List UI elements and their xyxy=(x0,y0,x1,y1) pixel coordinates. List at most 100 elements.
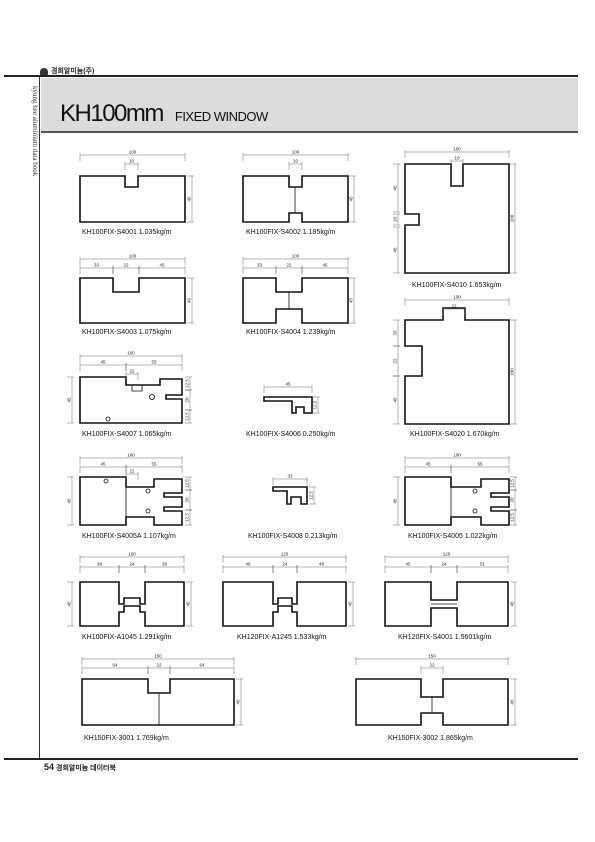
dim-label: 12.5 xyxy=(309,491,314,500)
dim-label: 45 xyxy=(393,185,398,191)
profile-outline xyxy=(263,396,313,414)
dim-label: 22 xyxy=(393,358,398,364)
dim-label: 55 xyxy=(151,462,157,467)
dim-label: 10 xyxy=(454,156,460,161)
dim-label: 48 xyxy=(319,562,325,567)
brand-name: 경희알미늄(주) xyxy=(51,68,95,75)
dim-label: 45 xyxy=(159,263,165,268)
dim-label: 45 xyxy=(510,699,515,705)
profile-caption: KH100FIX-S4001 1.035kg/m xyxy=(82,229,172,236)
dim-label: 22 xyxy=(123,263,129,268)
dim-label: 45 xyxy=(236,699,241,705)
dim-label: 10 xyxy=(293,159,299,164)
profile-outline xyxy=(242,175,349,223)
profile-outline xyxy=(79,277,186,324)
profile-outline xyxy=(79,476,183,526)
profile-caption: KH100FIX-S4020 1.670kg/m xyxy=(410,431,500,438)
dim-label: 100 xyxy=(127,453,135,458)
dim-label: 45 xyxy=(393,247,398,253)
top-rule xyxy=(4,75,578,77)
profile-caption: KH100FIX-S4003 1.075kg/m xyxy=(82,329,172,336)
dim-label: 20 xyxy=(510,497,515,503)
dim-label: 24 xyxy=(129,562,135,567)
header-band xyxy=(41,78,578,133)
dim-label: 12.5 xyxy=(185,379,190,388)
dim-label: 12.5 xyxy=(185,412,190,421)
dim-label: 12.5 xyxy=(510,513,515,522)
profile-caption: KH150FIX-3001 1.769kg/m xyxy=(84,735,169,742)
page-number: 54 xyxy=(44,762,55,772)
profile-outline xyxy=(79,376,183,424)
dim-label: 150 xyxy=(154,654,162,659)
dim-label: 24 xyxy=(441,562,447,567)
dim-label: 45 xyxy=(349,298,354,304)
brand: 경희알미늄(주) xyxy=(40,66,94,76)
dim-label: 10 xyxy=(129,159,135,164)
dim-label: 120 xyxy=(281,552,289,557)
dim-label: 12.5 xyxy=(185,513,190,522)
footer-text: 경희알미늄 데이터북 xyxy=(56,765,116,772)
dim-label: 45 xyxy=(393,397,398,403)
dim-label: 45 xyxy=(187,196,192,202)
profile-caption: KH150FIX-3002 1.865kg/m xyxy=(388,735,473,742)
profile-outline xyxy=(81,678,235,726)
dim-label: 33 xyxy=(287,474,293,479)
profile-caption: KH100FIX-S4008 0.213kg/m xyxy=(248,533,338,540)
profile-caption: KH100FIX-S4005 1.022kg/m xyxy=(408,533,498,540)
dim-label: 120 xyxy=(443,552,451,557)
dim-label: 22 xyxy=(429,663,435,668)
dim-label: 45 xyxy=(67,498,72,504)
dim-label: 38 xyxy=(162,562,168,567)
dim-label: 33 xyxy=(393,330,398,336)
profile-outline xyxy=(272,486,308,505)
dim-label: 45 xyxy=(285,382,291,387)
dim-label: 100 xyxy=(129,254,137,259)
profile-caption: KH100FIX-A1045 1.291kg/m xyxy=(82,634,172,641)
profile-caption: KH100FIX-S4004 1.239kg/m xyxy=(246,329,336,336)
profile-caption: KH100FIX-S4007 1.065kg/m xyxy=(82,431,172,438)
dim-label: 100 xyxy=(453,295,461,300)
dim-label: 22 xyxy=(286,263,292,268)
profile-outline xyxy=(404,163,510,274)
dim-label: 33 xyxy=(94,263,100,268)
dim-label: 100 xyxy=(453,147,461,152)
dim-label: 12.5 xyxy=(510,479,515,488)
dim-label: 64 xyxy=(199,663,205,668)
profile-outline xyxy=(242,277,349,324)
dim-label: 12.5 xyxy=(313,400,318,409)
dim-label: 45 xyxy=(405,562,411,567)
dim-label: 45 xyxy=(187,298,192,304)
dim-label: 51 xyxy=(480,562,486,567)
profile-outline xyxy=(355,678,509,726)
dim-label: 45 xyxy=(349,196,354,202)
profile-caption: KH120FIX-S4001 1.5601kg/m xyxy=(398,634,492,641)
profile-outline xyxy=(222,581,347,627)
profile-outline xyxy=(131,385,143,392)
dim-label: 45 xyxy=(100,462,106,467)
dim-label: 150 xyxy=(428,654,436,659)
profile-caption: KH100FIX-S4006 0.250kg/m xyxy=(246,431,336,438)
dim-label: 100 xyxy=(510,214,515,222)
dim-label: 100 xyxy=(129,150,137,155)
title-sub: FIXED WINDOW xyxy=(174,109,268,124)
profile-caption: KH120FIX-A1245 1.533kg/m xyxy=(237,634,327,641)
profile-outline xyxy=(404,307,510,425)
dim-label: 45 xyxy=(100,360,106,365)
dim-label: 24 xyxy=(282,562,288,567)
dim-label: 100 xyxy=(292,150,300,155)
profile-outline xyxy=(404,476,510,526)
title-main: KH100mm xyxy=(60,100,164,127)
profile-caption: KH100FIX-S4005A 1.107kg/m xyxy=(82,533,176,540)
